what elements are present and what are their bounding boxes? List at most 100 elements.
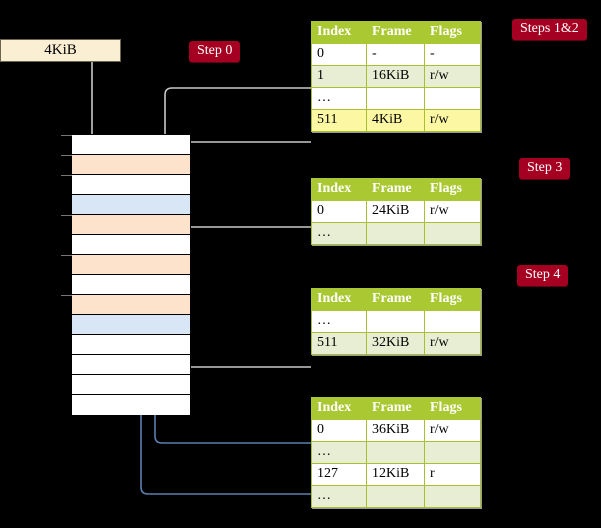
table-cell: 511 bbox=[311, 109, 367, 132]
table-cell: - bbox=[424, 43, 481, 66]
badge-step-3-label: Step 3 bbox=[527, 160, 563, 175]
physical-memory-column bbox=[61, 134, 191, 415]
virtual-address-box: 4KiB bbox=[0, 39, 121, 62]
table-cell: … bbox=[311, 222, 367, 245]
table-cell: r/w bbox=[424, 109, 481, 132]
memory-row-tick bbox=[61, 175, 72, 176]
column-header-frame: Frame bbox=[366, 21, 425, 44]
table-cell bbox=[424, 222, 481, 245]
table-cell: r/w bbox=[424, 332, 481, 355]
table-cell: r bbox=[424, 463, 481, 486]
table-cell: r/w bbox=[424, 419, 481, 442]
column-header-flags: Flags bbox=[424, 178, 481, 201]
column-header-flags: Flags bbox=[424, 397, 481, 420]
table-cell: 4KiB bbox=[366, 109, 425, 132]
column-header-flags: Flags bbox=[424, 288, 481, 311]
table-cell bbox=[366, 222, 425, 245]
badge-step-4: Step 4 bbox=[517, 265, 569, 287]
memory-row-tick bbox=[61, 215, 72, 216]
badge-step-0-label: Step 0 bbox=[197, 43, 233, 58]
table-cell bbox=[424, 87, 481, 110]
table-cell: 36KiB bbox=[366, 419, 425, 442]
column-header-index: Index bbox=[311, 288, 367, 311]
table-cell: … bbox=[311, 87, 367, 110]
badge-step-0: Step 0 bbox=[189, 41, 241, 63]
table-row: … bbox=[311, 441, 481, 464]
memory-frame-row bbox=[72, 275, 190, 295]
wire-step12-table1-511-to-memory bbox=[169, 141, 311, 150]
memory-row-tick bbox=[61, 135, 72, 136]
table-row: … bbox=[311, 87, 481, 110]
memory-frame-row bbox=[72, 395, 190, 415]
table-row: … bbox=[311, 310, 481, 333]
table-cell: 1 bbox=[311, 65, 367, 88]
table-cell: r/w bbox=[424, 65, 481, 88]
wire-step3-table2-to-memory bbox=[182, 226, 311, 275]
table-cell: 32KiB bbox=[366, 332, 425, 355]
column-header-frame: Frame bbox=[366, 288, 425, 311]
memory-frame-row bbox=[72, 295, 190, 315]
table-cell bbox=[366, 485, 425, 508]
memory-row-tick bbox=[61, 155, 72, 156]
badge-steps-1-2-label: Steps 1&2 bbox=[520, 21, 579, 36]
memory-frame-row bbox=[72, 335, 190, 355]
table-cell: … bbox=[311, 310, 367, 333]
table-row: … bbox=[311, 485, 481, 508]
memory-frame-row bbox=[72, 375, 190, 395]
table-cell: 12KiB bbox=[366, 463, 425, 486]
table-cell bbox=[424, 441, 481, 464]
memory-frame-row bbox=[72, 135, 190, 155]
table-cell: 0 bbox=[311, 200, 367, 223]
table-cell bbox=[366, 310, 425, 333]
table-row: 0-- bbox=[311, 43, 481, 66]
memory-row-tick bbox=[61, 255, 72, 256]
table-cell: 24KiB bbox=[366, 200, 425, 223]
table-cell bbox=[366, 87, 425, 110]
table-row: … bbox=[311, 222, 481, 245]
table-cell bbox=[424, 485, 481, 508]
memory-frame-row bbox=[72, 195, 190, 215]
table-cell: - bbox=[366, 43, 425, 66]
table-cell: … bbox=[311, 485, 367, 508]
column-header-frame: Frame bbox=[366, 397, 425, 420]
table-cell bbox=[424, 310, 481, 333]
memory-frame-row bbox=[72, 235, 190, 255]
wire-step4-table3-to-memory bbox=[182, 318, 311, 368]
table-cell: 16KiB bbox=[366, 65, 425, 88]
column-header-index: Index bbox=[311, 21, 367, 44]
table-cell: r/w bbox=[424, 200, 481, 223]
table-cell: 0 bbox=[311, 419, 367, 442]
virtual-address-label: 4KiB bbox=[44, 42, 77, 58]
table-cell: 511 bbox=[311, 332, 367, 355]
memory-frame-row bbox=[72, 255, 190, 275]
memory-frame-row bbox=[72, 215, 190, 235]
badge-step-4-label: Step 4 bbox=[525, 267, 561, 282]
column-header-index: Index bbox=[311, 397, 367, 420]
table-cell: 0 bbox=[311, 43, 367, 66]
badge-step-3: Step 3 bbox=[519, 158, 571, 180]
memory-row-tick bbox=[61, 295, 72, 296]
memory-frame-row bbox=[72, 355, 190, 375]
column-header-flags: Flags bbox=[424, 21, 481, 44]
memory-frame-row bbox=[72, 155, 190, 175]
table-cell: 127 bbox=[311, 463, 367, 486]
memory-frame-row bbox=[72, 315, 190, 335]
table-cell: … bbox=[311, 441, 367, 464]
column-header-frame: Frame bbox=[366, 178, 425, 201]
table-cell bbox=[366, 441, 425, 464]
badge-steps-1-2: Steps 1&2 bbox=[512, 19, 587, 41]
column-header-index: Index bbox=[311, 178, 367, 201]
